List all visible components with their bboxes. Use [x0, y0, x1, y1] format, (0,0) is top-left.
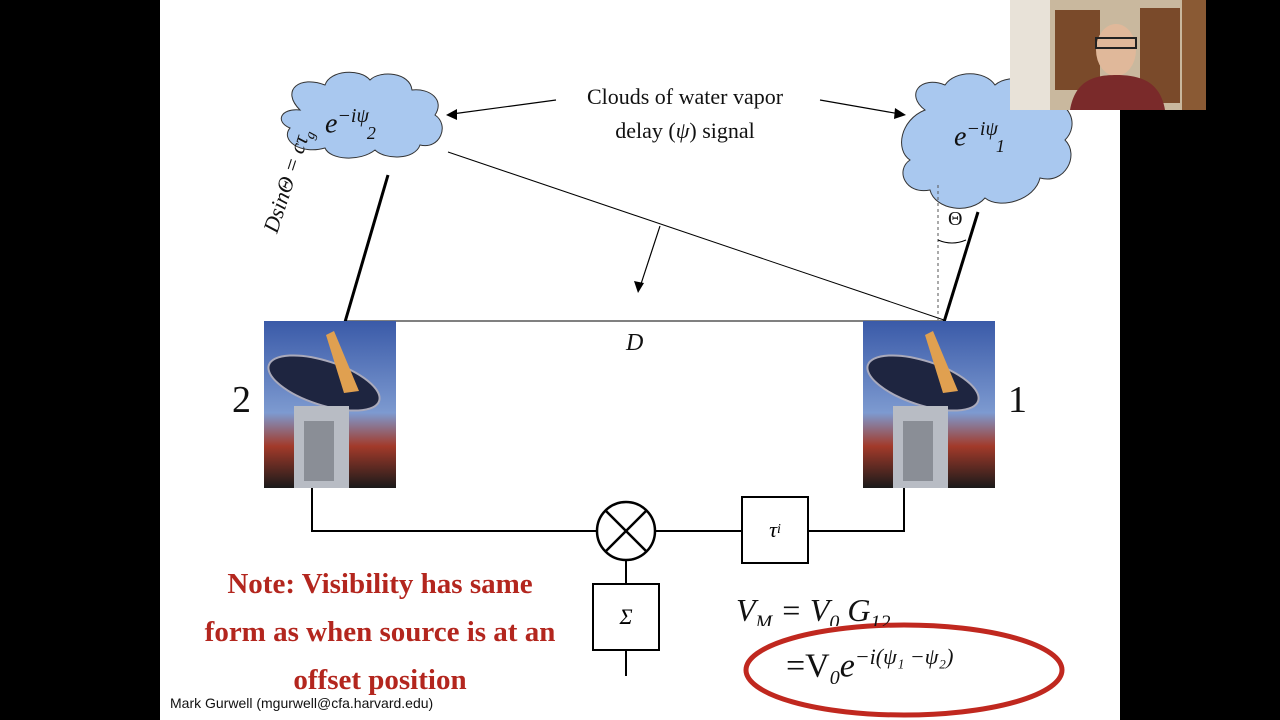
note-line2: form as when source is at an — [204, 616, 556, 648]
theta-label: Θ — [948, 208, 963, 230]
note-line1: Note: Visibility has same — [227, 568, 533, 600]
note: Note: Visibility has same form as when s… — [170, 560, 590, 704]
antenna-image-1 — [863, 321, 995, 488]
caption-line1: Clouds of water vapor — [586, 84, 784, 109]
sum-box: Σ — [592, 583, 660, 651]
cloud-left-sub: 2 — [366, 122, 376, 143]
cloud-left — [280, 71, 443, 159]
cloud-left-label: e−iψ2 — [325, 105, 376, 144]
caption-line2-pre: delay ( — [615, 118, 676, 143]
baseline-label: D — [626, 330, 644, 356]
eq1-v: V — [736, 592, 756, 626]
eq2-sub: 0 — [829, 667, 840, 690]
delay-box-sub: i — [776, 522, 781, 537]
antenna-2-number: 2 — [232, 379, 251, 421]
caption-psi: ψ — [675, 118, 690, 143]
webcam-presenter — [1010, 0, 1206, 110]
eq1-rest-sub: 0 — [829, 611, 840, 626]
multiplier-icon — [595, 500, 657, 562]
caption: Clouds of water vapor delay (ψ) signal — [540, 80, 830, 148]
antenna-1-number: 1 — [1008, 379, 1027, 421]
eq2-pre: =V — [786, 647, 830, 685]
eq1-rest: = V — [772, 592, 830, 626]
eq1-tail-sub: 12 — [870, 611, 891, 626]
eq2-sup: −i(ψ₁ −ψ₂) — [854, 644, 954, 669]
eq1-sub: M — [755, 611, 773, 626]
caption-line2-post: ) signal — [689, 118, 755, 143]
delay-box-tau: τ — [769, 517, 777, 542]
antenna-image-2 — [264, 321, 396, 488]
note-line3: offset position — [293, 664, 467, 696]
eq1-tail: G — [839, 592, 871, 626]
cloud-right-label: e−iψ1 — [954, 118, 1005, 157]
cloud-right-sup: −iψ — [966, 118, 998, 140]
footer: Mark Gurwell (mgurwell@cfa.harvard.edu) — [170, 695, 434, 711]
eq2-e: e — [839, 647, 855, 685]
equation-line2: =V0e−i(ψ₁ −ψ₂) — [786, 644, 953, 690]
cloud-right-e: e — [954, 121, 967, 153]
cloud-left-e: e — [325, 108, 338, 140]
cloud-right-sub: 1 — [995, 135, 1005, 156]
sum-box-sigma: Σ — [619, 604, 633, 629]
cloud-left-sup: −iψ — [337, 105, 369, 127]
highlight-ellipse — [743, 622, 1065, 718]
caption-line2: delay (ψ) signal — [540, 114, 830, 148]
equation-line1: VM = V0 G12 — [736, 592, 890, 626]
